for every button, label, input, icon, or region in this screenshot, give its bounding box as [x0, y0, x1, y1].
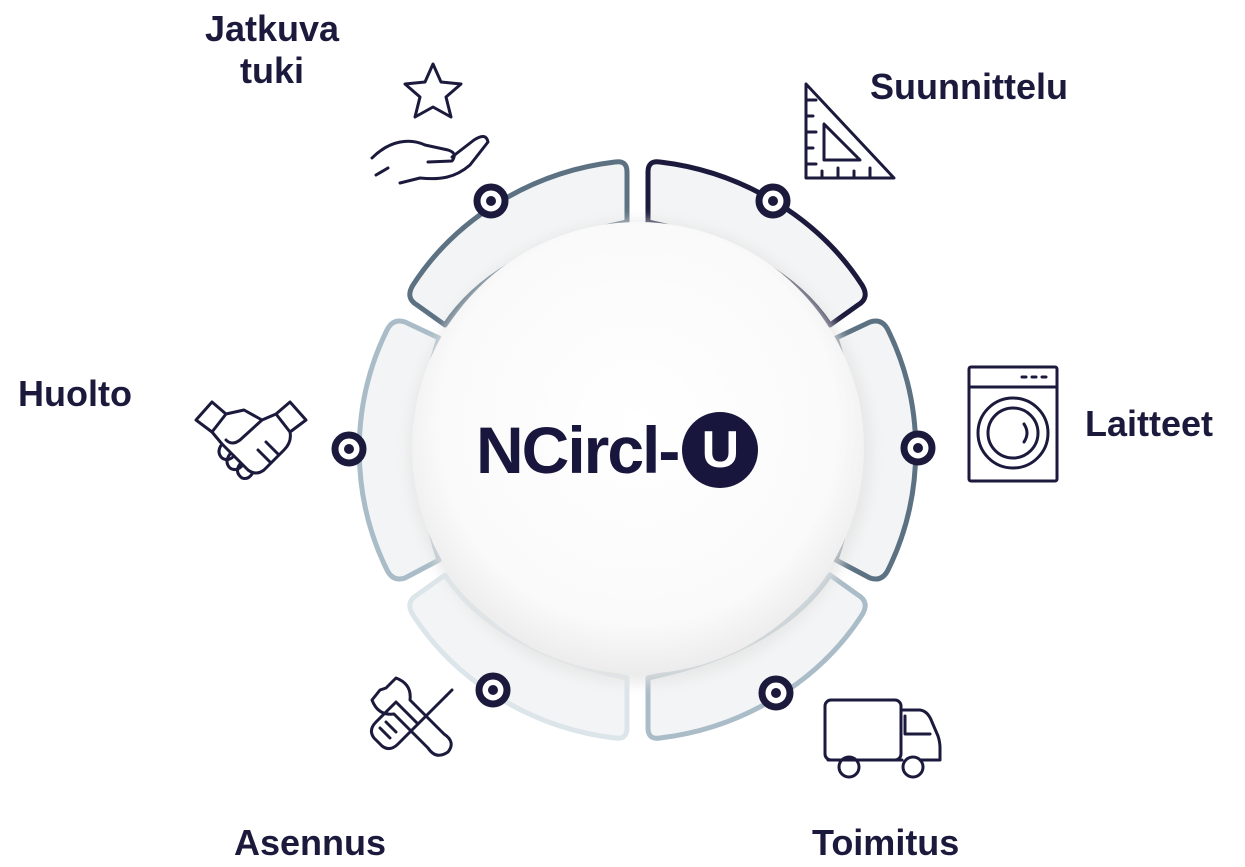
logo-u-badge: U: [682, 412, 759, 488]
label-support-line2: tuki: [239, 50, 304, 91]
label-install: Asennus: [234, 822, 387, 863]
washing-machine-icon: [967, 365, 1059, 483]
center-circle: [412, 222, 864, 674]
set-square-icon: [804, 82, 896, 180]
wrench-screwdriver-icon: [369, 676, 454, 757]
label-service: Huolto: [18, 373, 132, 414]
label-support: Jatkuva tuki: [197, 8, 347, 92]
logo-text: NCircl-: [476, 413, 680, 487]
truck-icon: [823, 698, 942, 779]
ring-node-centers: [344, 196, 923, 698]
handshake-icon: [194, 400, 308, 480]
label-support-line1: Jatkuva: [204, 8, 340, 49]
label-design: Suunnittelu: [870, 66, 1068, 107]
ncirclu-logo: NCircl- U: [476, 410, 816, 490]
label-devices: Laitteet: [1085, 403, 1214, 444]
label-delivery: Toimitus: [812, 822, 960, 863]
hand-star-icon: [370, 62, 490, 185]
